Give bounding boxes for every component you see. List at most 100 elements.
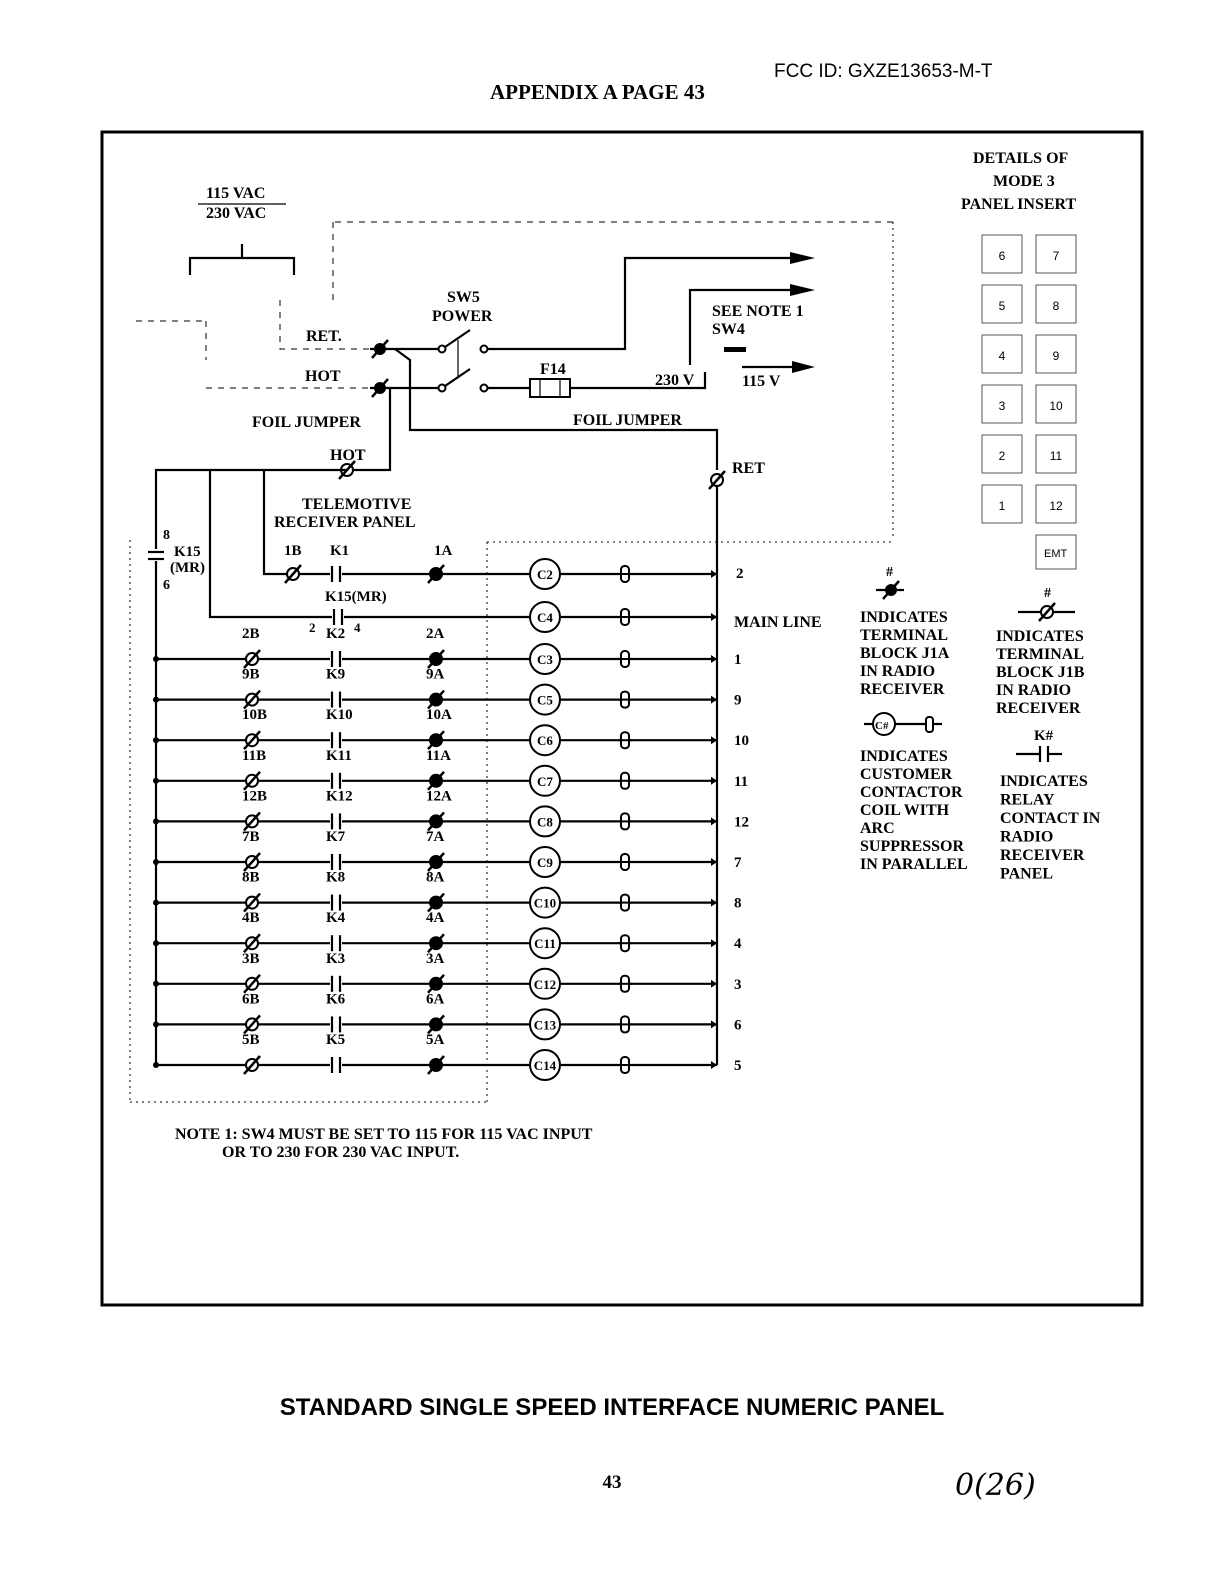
fuse-label: F14	[540, 361, 566, 378]
coil-c7: C7	[529, 764, 561, 797]
output-label: 3	[734, 977, 742, 993]
terminal-a-label: 10A	[426, 707, 452, 723]
terminal-b-label: 9B	[242, 667, 260, 683]
insert-cell-label: 11	[1050, 449, 1063, 463]
supply-115: 115 VAC	[206, 185, 265, 202]
terminal-a-label: 11A	[426, 748, 451, 764]
terminal-b-label: 3B	[242, 951, 260, 967]
coil-label: C10	[534, 896, 556, 911]
sw4-switch	[724, 347, 746, 352]
k15mr-label: K15(MR)	[325, 589, 387, 605]
coil-c6: C6	[529, 724, 561, 757]
terminal-b-label: 12B	[242, 788, 267, 804]
terminal-6a	[427, 1014, 445, 1035]
terminal-9a	[427, 689, 445, 710]
insert-emt-box	[1035, 534, 1077, 570]
legend-coil-symbol: C#	[875, 720, 889, 732]
relay-label: K4	[326, 910, 346, 926]
handwritten-mark: 0(26)	[955, 1468, 1036, 1503]
row1-b-label: 1B	[284, 543, 302, 559]
output-label: 7	[734, 855, 742, 871]
coil-label: C6	[537, 733, 553, 748]
output-label: 2	[736, 566, 744, 582]
legend-coil-icon	[864, 712, 942, 736]
insert-cell-label: 2	[999, 449, 1006, 463]
arc-suppressor	[618, 934, 632, 953]
insert-cell	[1035, 484, 1077, 524]
terminal-10a	[427, 730, 445, 751]
legend-line: ARC	[860, 820, 895, 837]
insert-cell-label: 8	[1053, 299, 1060, 313]
arc-suppressor	[618, 650, 632, 668]
arc-suppressor	[618, 812, 632, 831]
legend-line: TERMINAL	[996, 646, 1084, 663]
arc-suppressor	[618, 731, 632, 750]
legend-line: INDICATES	[1000, 773, 1088, 790]
insert-cell	[1035, 334, 1077, 374]
terminal-9b	[243, 689, 261, 710]
ret-terminal-label: RET	[732, 460, 765, 477]
coil-label: C8	[537, 814, 553, 829]
arc-suppressor	[618, 771, 632, 790]
coil-c5: C5	[529, 683, 561, 716]
arc-suppressor	[618, 974, 632, 993]
legend-line: IN RADIO	[996, 682, 1071, 699]
note-line-2: OR TO 230 FOR 230 VAC INPUT.	[222, 1144, 459, 1161]
coil-c14: C14	[529, 1049, 561, 1081]
legend-line: RELAY	[1000, 792, 1055, 809]
legend-line: INDICATES	[860, 609, 948, 626]
legend-line: INDICATES	[996, 628, 1084, 645]
output-label: 9	[734, 693, 742, 709]
terminal-hot-top	[371, 378, 389, 398]
relay-contact-k9	[330, 690, 342, 709]
row1-a-label: 1A	[434, 543, 453, 559]
coil-c13: C13	[529, 1008, 561, 1041]
supply-plug	[188, 244, 296, 275]
relay-label: K2	[326, 626, 345, 642]
legend-line: CONTACTOR	[860, 784, 963, 801]
note-line-1: NOTE 1: SW4 MUST BE SET TO 115 FOR 115 V…	[175, 1126, 593, 1143]
legend-line: PANEL	[1000, 866, 1053, 883]
terminal-3b	[243, 973, 261, 994]
row1-k-label: K1	[330, 543, 349, 559]
relay-label: K9	[326, 667, 345, 683]
terminal-b-label: 6B	[242, 991, 260, 1007]
legend-line: SUPPRESSOR	[860, 838, 964, 855]
k2-pin-left: 2	[309, 620, 316, 635]
relay-label: K10	[326, 707, 353, 723]
coil-c3: C3	[529, 643, 561, 675]
relay-contact-k2	[330, 650, 342, 668]
legend-relay-symbol: K#	[1034, 728, 1054, 744]
insert-emt-label: EMT	[1044, 548, 1068, 560]
hot-label: HOT	[305, 368, 341, 385]
coil-c4: C4	[529, 601, 561, 633]
terminal-2b	[243, 649, 261, 669]
sw5-label: SW5	[447, 289, 480, 306]
relay-contact-k8	[330, 893, 342, 912]
insert-cell-label: 4	[999, 349, 1006, 363]
k15-label: K15	[174, 544, 201, 560]
terminal-12b	[243, 811, 261, 832]
terminal-a-label: 7A	[426, 829, 445, 845]
coil-label: C14	[534, 1058, 557, 1073]
legend-j1a-terminal-icon	[876, 580, 904, 600]
arc-suppressor	[618, 1015, 632, 1034]
insert-cell	[981, 234, 1023, 274]
legend-line: RECEIVER	[1000, 847, 1085, 864]
legend-line: IN PARALLEL	[860, 856, 968, 873]
v115-label: 115 V	[742, 373, 781, 390]
terminal-2a	[427, 649, 445, 669]
terminal-b-label: 11B	[242, 748, 266, 764]
coil-label: C13	[534, 1017, 557, 1032]
supply-230: 230 VAC	[206, 205, 266, 222]
relay-label: K3	[326, 951, 345, 967]
relay-contact-k15-mr	[332, 608, 344, 626]
